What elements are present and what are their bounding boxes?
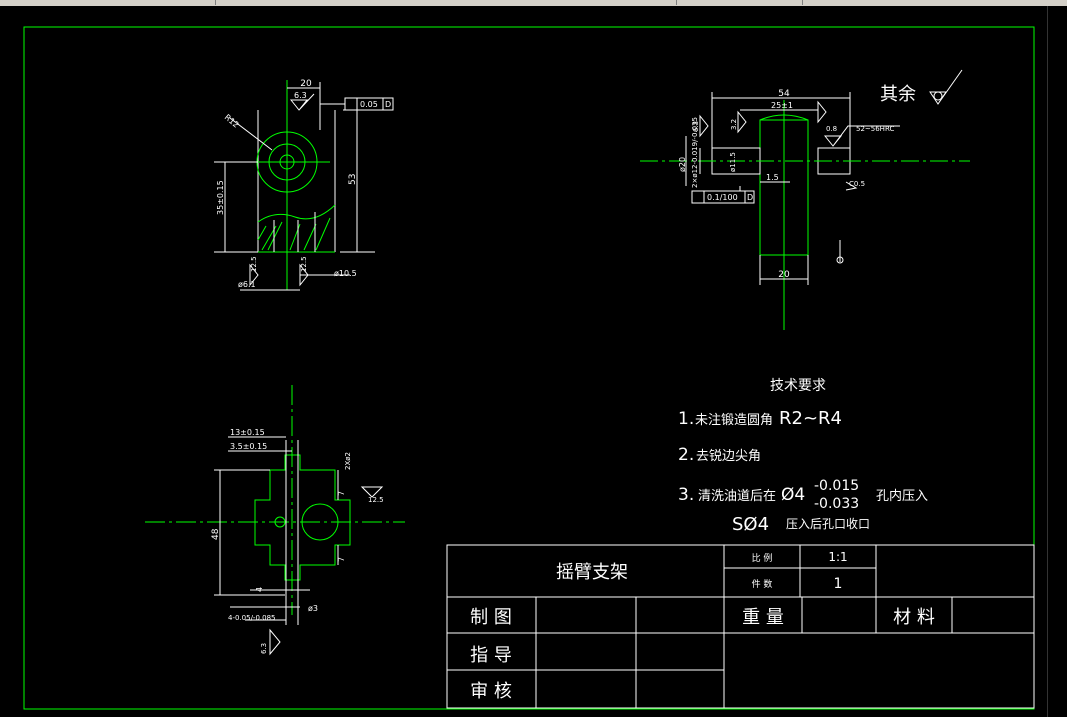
roughness-symbol [289,93,315,111]
dim-bottom-label: 20 [778,270,790,280]
section-hatch [257,217,331,251]
tech-item-3-value: Ø4 [781,485,805,505]
scale-value: 1:1 [828,550,847,564]
dim-label: 3.5±0.15 [230,442,267,451]
roughness-symbol [699,114,709,138]
tech-title: 技术要求 [770,378,826,394]
side-view [640,69,970,330]
tech-item-1-num: 1. [678,409,694,429]
roughness-symbol [817,100,827,124]
dim-label: 7 [337,491,346,496]
title-block [446,544,1035,709]
runout-datum: D [747,193,753,202]
diameter-label: ø11.5 [729,152,737,172]
height-dim-label: 53 [348,174,358,185]
roughness-label: 12.5 [368,496,384,504]
dim-width-label: 20 [300,79,312,89]
height-dim-label: 48 [211,528,221,540]
roughness-label: 3.2 [730,119,738,130]
title-block-frame [446,544,1035,709]
leader-line [229,117,273,151]
roughness-label: 6.3 [692,121,700,132]
height-dim-label-left: 35±0.15 [216,180,225,215]
hole-label: ø3 [308,604,318,613]
roughness-symbol [269,628,281,656]
tech-item-2-text: 去锐边尖角 [696,449,761,464]
roughness-label: 0.8 [826,125,837,133]
application-top-strip [0,0,1067,6]
tech-item-3-line2-value: SØ4 [732,514,769,535]
toolbar-segment [0,0,216,5]
chamfer-leader [845,181,858,191]
roughness-symbol [299,263,309,287]
drawing-border [23,26,1035,710]
material-label: 材 料 [893,607,935,628]
top-view [214,80,394,291]
tech-item-3-tol-lower: -0.033 [814,496,859,512]
roughness-symbol [249,263,259,287]
scale-label: 比 例 [752,552,773,564]
vertical-scrollbar[interactable] [1047,6,1067,717]
roughness-label: 6.3 [294,91,307,100]
chamfer-label: C0.5 [849,180,865,188]
hole-dia-label: ø10.5 [334,269,357,278]
tech-item-3-text-a: 清洗油道后在 [698,489,776,504]
roughness-symbol [823,125,900,147]
dim-label: 13±0.15 [230,428,265,437]
guide-label: 指 导 [470,645,512,666]
hole-dia-label: ø6.1 [238,280,256,289]
review-label: 审 核 [470,681,512,702]
runout-value: 0.1/100 [707,193,738,202]
toolbar-segment [677,0,803,5]
tolerance-value: 0.05 [360,100,378,109]
part-name: 摇臂支架 [556,562,628,583]
break-line [257,204,336,223]
tech-item-1-value: R2~R4 [779,408,842,429]
dim-total-label: 54 [778,89,790,99]
tech-item-3-tol-upper: -0.015 [814,478,859,494]
side-view-labels: 54 25±1 6.3 3.2 0.8 52~56HRC ø20 2×ø12-0… [678,84,916,280]
shaft-diameter-label: 2×ø12-0.019/-0.035 [691,117,699,188]
general-roughness-note: 其余 [880,84,916,105]
part-outline [254,454,351,581]
tech-item-1-text: 未注锻造圆角 [695,413,773,428]
tolerance-datum: D [385,100,391,109]
qty-label: 件 数 [752,578,773,590]
title-block-labels: 摇臂支架 比 例 1:1 件 数 1 制 图 指 导 审 核 重 量 材 料 [470,550,935,702]
tech-item-2-num: 2. [678,445,694,465]
drawn-label: 制 图 [470,607,512,628]
qty-value: 1 [834,576,843,592]
cad-drawing-canvas[interactable]: 20 6.3 0.05 D R12 53 35±0.15 12.5 12.5 ø… [0,6,1047,717]
radius-label: R12 [223,113,241,130]
tech-item-3-text-b: 孔内压入 [876,488,928,504]
diameter-label: ø20 [678,157,687,172]
roughness-label: 12.5 [250,256,258,272]
toolbar-segment [216,0,677,5]
roughness-symbol [360,486,384,498]
bottom-view-labels: 13±0.15 3.5±0.15 2Xø2 48 7 7 4 12.5 ø3 4… [211,428,384,654]
dim-label: 2Xø2 [344,452,352,470]
roughness-symbol [737,110,747,134]
hardness-label: 52~56HRC [856,125,894,133]
weight-label: 重 量 [742,607,784,628]
tolerance-frame [691,190,755,204]
dim-label: 7 [337,557,346,562]
technical-requirements: 技术要求 1. 未注锻造圆角 R2~R4 2. 去锐边尖角 3. 清洗油道后在 … [678,378,928,535]
tech-item-3-line2-text: 压入后孔口收口 [786,517,870,531]
tech-item-3-num: 3. [678,485,694,505]
tolerance-dim-label: 4-0.05/-0.085 [228,614,276,622]
dim-label: 4 [255,587,264,592]
dim-label: 1.5 [766,173,779,182]
bottom-view [145,385,405,656]
roughness-label: 12.5 [300,256,308,272]
roughness-label: 6.3 [260,643,268,654]
dim-mid-label: 25±1 [771,101,793,110]
